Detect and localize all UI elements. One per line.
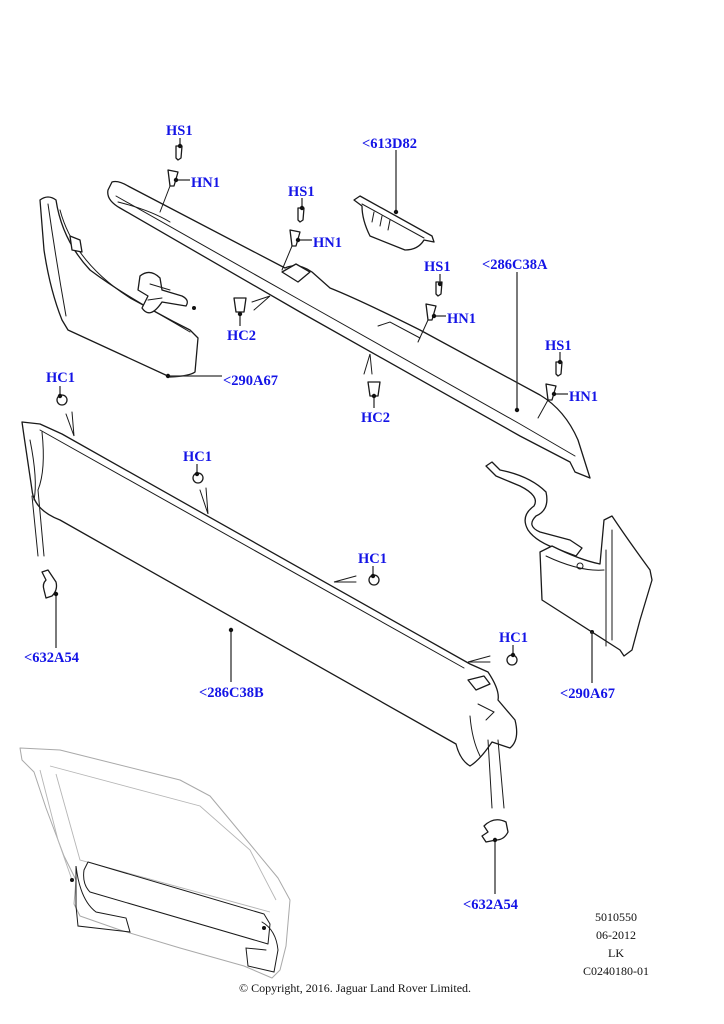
callout-hs1[interactable]: HS1 — [288, 184, 315, 200]
fastener-hs1-d[interactable] — [555, 361, 563, 377]
callout-290a67-right[interactable]: <290A67 — [560, 686, 615, 702]
fastener-hn1-a[interactable] — [167, 169, 179, 187]
right-side-trim-290a67[interactable] — [485, 461, 653, 657]
callout-hs1[interactable]: HS1 — [424, 259, 451, 275]
callout-hc1[interactable]: HC1 — [183, 449, 212, 465]
callout-hc1[interactable]: HC1 — [499, 630, 528, 646]
illustration-metadata: 5010550 06-2012 LK C0240180-01 — [566, 908, 666, 980]
fastener-hs1-a[interactable] — [175, 145, 183, 161]
callout-labels: HS1 HN1 HS1 HN1 <613D82 HS1 HN1 <286C38A… — [24, 123, 615, 913]
callout-hn1[interactable]: HN1 — [313, 235, 342, 251]
left-side-trim-290a67[interactable] — [39, 196, 199, 378]
callout-290a67-left[interactable]: <290A67 — [223, 373, 278, 389]
fastener-hc2-b[interactable] — [367, 381, 381, 397]
illustration-date: 06-2012 — [596, 928, 636, 942]
callout-hc2[interactable]: HC2 — [361, 410, 390, 426]
callout-613d82[interactable]: <613D82 — [362, 136, 417, 152]
callout-hc1[interactable]: HC1 — [46, 370, 75, 386]
fastener-hn1-d[interactable] — [545, 383, 557, 401]
callout-hn1[interactable]: HN1 — [447, 311, 476, 327]
callout-286c38b[interactable]: <286C38B — [199, 685, 264, 701]
callout-hn1[interactable]: HN1 — [569, 389, 598, 405]
copyright-notice: © Copyright, 2016. Jaguar Land Rover Lim… — [238, 981, 472, 995]
fastener-hn1-c[interactable] — [425, 303, 437, 321]
callout-632a54-left[interactable]: <632A54 — [24, 650, 79, 666]
fastener-hn1-b[interactable] — [289, 229, 301, 247]
bracket-613d82[interactable] — [353, 195, 435, 251]
callout-286c38a[interactable]: <286C38A — [482, 257, 548, 273]
leader-lines — [53, 138, 593, 894]
callout-632a54-right[interactable]: <632A54 — [463, 897, 518, 913]
reference-number: 5010550 — [595, 910, 637, 924]
tailgate-location-view — [19, 747, 291, 979]
fastener-hc2-a[interactable] — [233, 297, 247, 313]
clip-632a54-left[interactable] — [41, 569, 58, 599]
illustration-id: C0240180-01 — [583, 964, 649, 978]
callout-hs1[interactable]: HS1 — [545, 338, 572, 354]
callout-hc2[interactable]: HC2 — [227, 328, 256, 344]
center-trim-panel-286c38b[interactable] — [21, 421, 518, 767]
callout-hn1[interactable]: HN1 — [191, 175, 220, 191]
assembly-direction-marks — [31, 185, 549, 809]
callout-hc1[interactable]: HC1 — [358, 551, 387, 567]
fastener-hs1-b[interactable] — [297, 207, 305, 223]
upper-trim-rail-286c38a[interactable] — [107, 180, 591, 479]
model-code: LK — [608, 946, 624, 960]
callout-hs1[interactable]: HS1 — [166, 123, 193, 139]
